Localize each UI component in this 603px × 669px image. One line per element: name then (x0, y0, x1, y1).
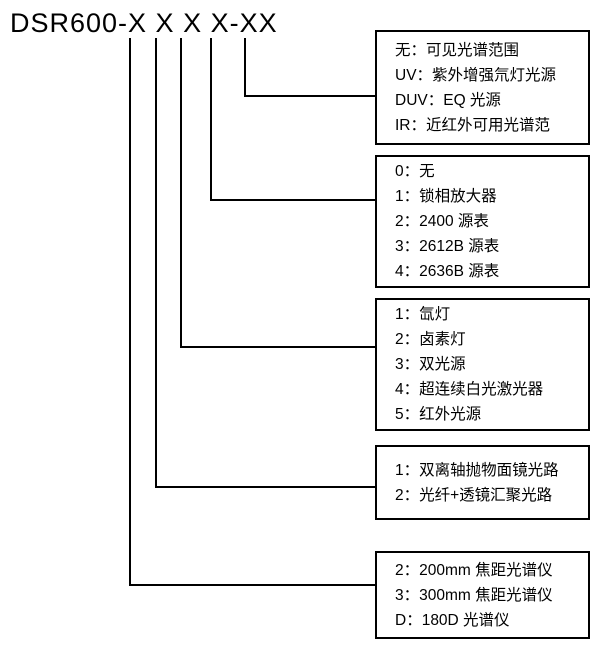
callout-line: 0：无 (395, 163, 435, 180)
callout-line: 2：光纤+透镜汇聚光路 (395, 486, 553, 504)
callout-box-optical-path: 1：双离轴抛物面镜光路 2：光纤+透镜汇聚光路 (375, 445, 590, 520)
callout-line: 1：氙灯 (395, 306, 451, 323)
callout-line: 3：双光源 (395, 356, 466, 373)
leader-line-spectral-range (244, 38, 375, 97)
callout-line: UV：紫外增强氘灯光源 (395, 66, 557, 84)
callout-box-spectral-range: 无：可见光谱范围 UV：紫外增强氘灯光源 DUV：EQ 光源 IR：近红外可用光… (375, 30, 590, 145)
page-title: DSR600-X X X X-XX (10, 8, 278, 38)
callout-line: IR：近红外可用光谱范 (395, 116, 551, 134)
callout-line: 2：2400 源表 (395, 213, 489, 230)
callout-box-spectrometer: 2：200mm 焦距光谱仪 3：300mm 焦距光谱仪 D：180D 光谱仪 (375, 551, 590, 639)
callout-line: D：180D 光谱仪 (395, 611, 510, 629)
callout-line: 1：锁相放大器 (395, 188, 497, 205)
callout-box-amplifier-source-meter: 0：无 1：锁相放大器 2：2400 源表 3：2612B 源表 4：2636B… (375, 155, 590, 288)
callout-line: DUV：EQ 光源 (395, 91, 501, 109)
callout-line: 3：300mm 焦距光谱仪 (395, 586, 553, 604)
leader-line-spectrometer (129, 38, 375, 586)
leader-line-amplifier-source-meter (210, 38, 375, 201)
callout-line: 5：红外光源 (395, 406, 482, 423)
leader-line-light-source (180, 38, 375, 348)
callout-line: 4：超连续白光激光器 (395, 381, 544, 398)
callout-line: 2：200mm 焦距光谱仪 (395, 561, 553, 579)
leader-line-optical-path (155, 38, 375, 488)
callout-line: 无：可见光谱范围 (395, 41, 520, 59)
callout-line: 4：2636B 源表 (395, 263, 500, 280)
callout-line: 1：双离轴抛物面镜光路 (395, 461, 559, 479)
callout-line: 3：2612B 源表 (395, 238, 500, 255)
callout-line: 2：卤素灯 (395, 331, 466, 348)
callout-box-light-source: 1：氙灯 2：卤素灯 3：双光源 4：超连续白光激光器 5：红外光源 (375, 298, 590, 431)
